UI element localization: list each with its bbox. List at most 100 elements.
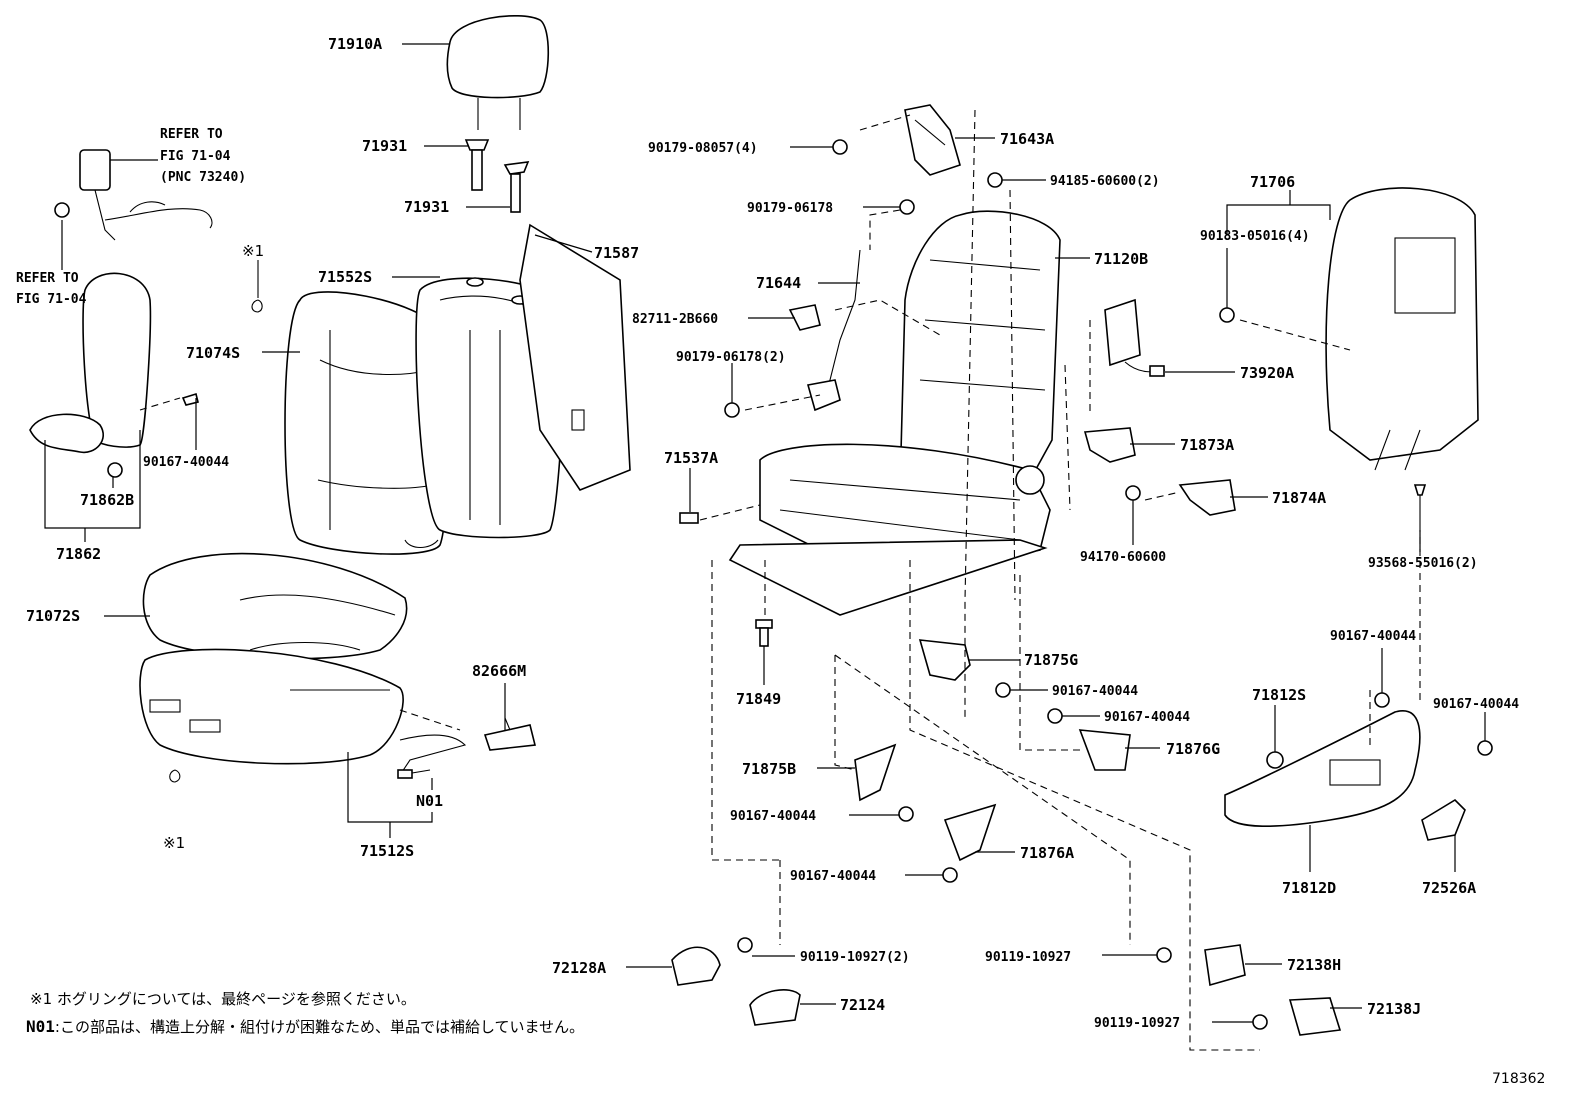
seatback-board-71706-drawing <box>1219 187 1479 530</box>
cover-72128A-drawing <box>671 946 721 986</box>
label-71874A: 71874A <box>1272 489 1326 507</box>
label-94185-60600: 94185-60600(2) <box>1050 174 1160 189</box>
note-n01: N01:この部品は、構造上分解・組付けが困難なため、単品では補給していません。 <box>26 1017 584 1036</box>
hog-ring-drawing <box>169 260 263 783</box>
assembly-lines <box>139 109 1421 1051</box>
label-93568-55016: 93568-55016(2) <box>1368 556 1478 571</box>
label-71587: 71587 <box>594 244 639 262</box>
sensor-harness-drawing <box>724 199 915 418</box>
hog-ring-mark-1: ※1 <box>242 242 264 260</box>
label-90119-10927-b: 90119-10927 <box>1094 1016 1180 1031</box>
screw-7-drawing <box>1252 1014 1268 1030</box>
label-71849: 71849 <box>736 690 781 708</box>
leader-lines <box>44 43 1486 1023</box>
seat-frame-drawing <box>728 210 1061 616</box>
seatback-pad-drawing <box>415 277 565 539</box>
label-90119-10927-a: 90119-10927 <box>985 950 1071 965</box>
label-90167-40044-d: 90167-40044 <box>730 809 816 824</box>
screw-4-drawing <box>942 867 958 883</box>
refer-to-2-line1: REFER TO <box>16 271 79 286</box>
label-71876G: 71876G <box>1166 740 1220 758</box>
figure-code: 718362 <box>1492 1071 1545 1087</box>
cover-71875G-drawing <box>918 639 971 681</box>
cover-71874A-drawing <box>1178 479 1236 516</box>
label-71072S: 71072S <box>26 607 80 625</box>
bracket-71643A-drawing <box>832 104 961 176</box>
label-72124: 72124 <box>840 996 885 1014</box>
label-71074S: 71074S <box>186 344 240 362</box>
screw-6-drawing <box>1156 947 1172 963</box>
label-71875G: 71875G <box>1024 651 1078 669</box>
harness-drawing <box>397 734 467 779</box>
seat-cushion-pad-drawing <box>139 648 404 765</box>
cover-71876A-drawing <box>943 803 997 862</box>
label-71643A: 71643A <box>1000 130 1054 148</box>
label-94170-60600: 94170-60600 <box>1080 550 1166 565</box>
label-82711-2B660: 82711-2B660 <box>632 312 718 327</box>
label-71875B: 71875B <box>742 760 796 778</box>
cover-71876G-drawing <box>1078 729 1131 771</box>
label-71644: 71644 <box>756 274 801 292</box>
label-72138H: 72138H <box>1287 956 1341 974</box>
label-71931-upper: 71931 <box>362 137 407 155</box>
screw-1-drawing <box>995 682 1011 698</box>
label-71931-lower: 71931 <box>404 198 449 216</box>
label-90179-06178: 90179-06178 <box>747 201 833 216</box>
shield-71812D-drawing <box>1224 692 1493 827</box>
seat-cushion-cover-drawing <box>142 552 408 660</box>
label-71706: 71706 <box>1250 173 1295 191</box>
label-72128A: 72128A <box>552 959 606 977</box>
refer-to-1-line3: (PNC 73240) <box>160 170 246 185</box>
knob-72526A-drawing <box>1421 798 1466 841</box>
headrest-drawing <box>446 14 550 130</box>
label-73920A: 73920A <box>1240 364 1294 382</box>
label-71120B: 71120B <box>1094 250 1148 268</box>
screw-3-drawing <box>898 806 914 822</box>
label-71512S: 71512S <box>360 842 414 860</box>
label-90179-06178-2: 90179-06178(2) <box>676 350 786 365</box>
label-71876A: 71876A <box>1020 844 1074 862</box>
label-71537A: 71537A <box>664 449 718 467</box>
cover-72124-drawing <box>749 989 801 1026</box>
pad-71537A-drawing <box>679 512 699 524</box>
seat-belt-buckle-drawing <box>54 149 213 241</box>
label-72138J: 72138J <box>1367 1000 1421 1018</box>
cover-71873A-drawing <box>1083 427 1136 463</box>
label-82666M: 82666M <box>472 662 526 680</box>
refer-to-2-line2: FIG 71-04 <box>16 292 87 307</box>
label-71873A: 71873A <box>1180 436 1234 454</box>
cover-71875B-drawing <box>854 743 897 802</box>
refer-to-1-line1: REFER TO <box>160 127 223 142</box>
hog-ring-mark-2: ※1 <box>163 834 185 852</box>
cover-72138H-drawing <box>1204 944 1246 987</box>
note-n01-text: :この部品は、構造上分解・組付けが困難なため、単品では補給していません。 <box>55 1018 584 1036</box>
label-72526A: 72526A <box>1422 879 1476 897</box>
label-90183-05016: 90183-05016(4) <box>1200 229 1310 244</box>
side-airbag-drawing <box>1104 298 1166 377</box>
seatback-board-drawing <box>519 223 631 491</box>
label-71862B: 71862B <box>80 491 134 509</box>
screw-5-drawing <box>737 937 753 953</box>
label-90167-40044-c: 90167-40044 <box>1104 710 1190 725</box>
screw-2-drawing <box>1047 708 1063 724</box>
nut-94170-drawing <box>1125 485 1141 501</box>
label-90167-40044-e: 90167-40044 <box>790 869 876 884</box>
label-71910A: 71910A <box>328 35 382 53</box>
note-n01-key: N01 <box>26 1017 55 1036</box>
label-90167-40044-f: 90167-40044 <box>1330 629 1416 644</box>
label-90179-08057: 90179-08057(4) <box>648 141 758 156</box>
note-hog-ring: ※1 ホグリングについては、最終ページを参照ください。 <box>30 990 416 1008</box>
refer-to-1-line2: FIG 71-04 <box>160 149 231 164</box>
cover-72138J-drawing <box>1288 997 1342 1036</box>
label-90167-40044-g: 90167-40044 <box>1433 697 1519 712</box>
side-shield-drawing <box>29 272 199 478</box>
label-90167-40044-a: 90167-40044 <box>143 455 229 470</box>
label-90119-10927-2: 90119-10927(2) <box>800 950 910 965</box>
label-71552S: 71552S <box>318 268 372 286</box>
clip-drawing <box>483 717 536 751</box>
label-N01: N01 <box>416 792 443 810</box>
label-71812D: 71812D <box>1282 879 1336 897</box>
nut-94185-drawing <box>987 172 1003 188</box>
label-71862: 71862 <box>56 545 101 563</box>
